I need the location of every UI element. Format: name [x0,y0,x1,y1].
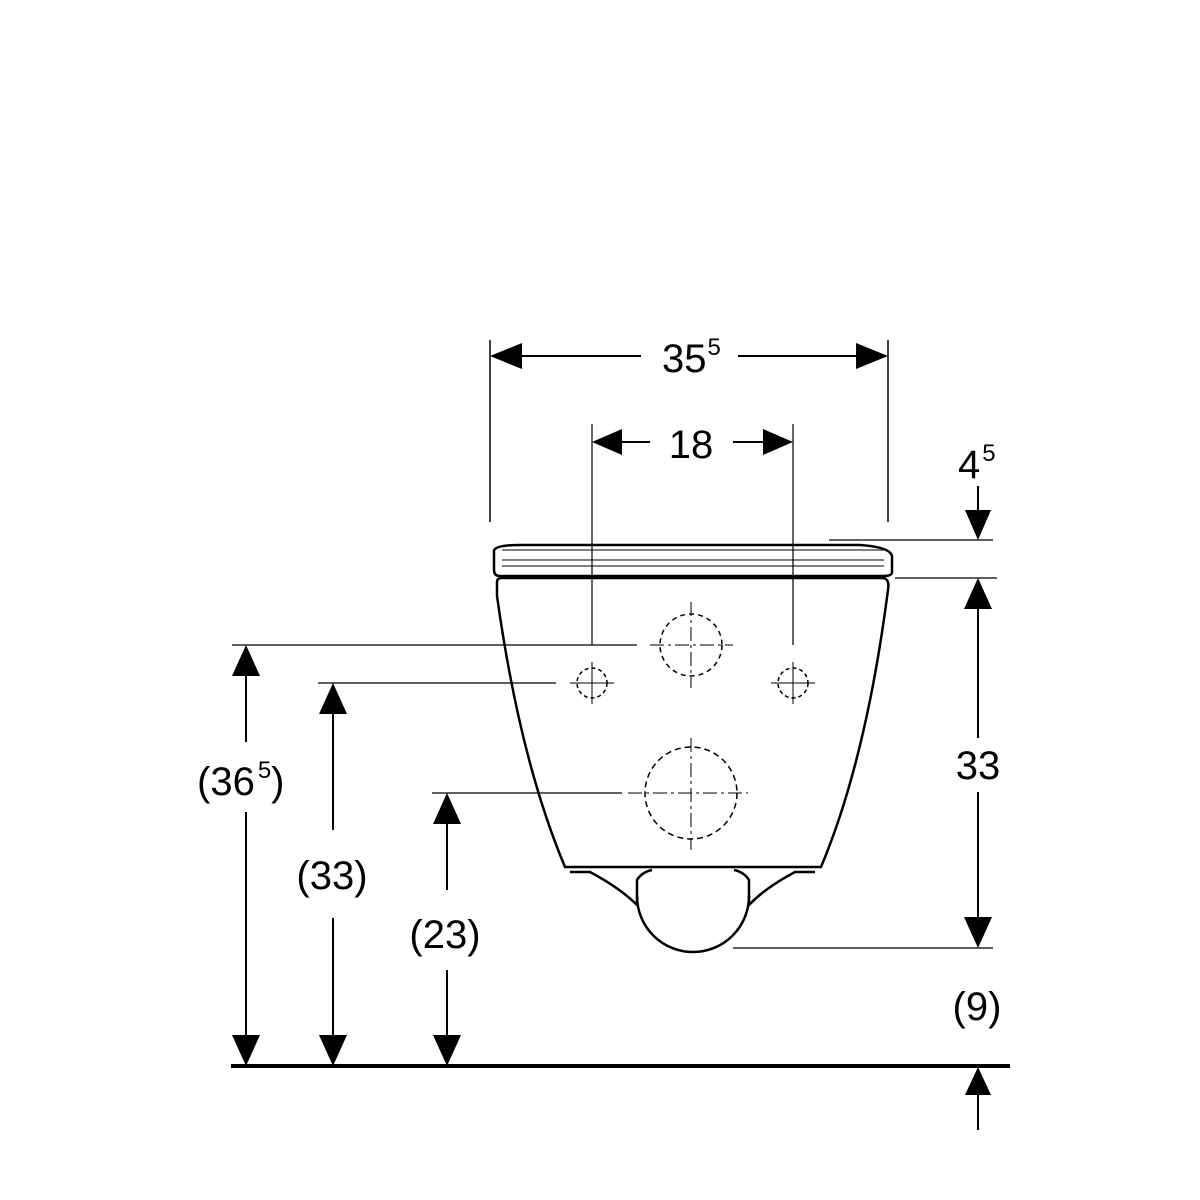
extension-lines [232,340,997,949]
water-inlet-symbol [650,602,733,688]
label-seat-thickness-value: 4 [958,443,980,487]
waste-outlet-symbol [628,738,748,850]
label-outlet-height: (23) [409,913,480,957]
label-seat-thickness-sup: 5 [982,440,995,467]
dim-seat-width [490,343,888,369]
label-seat-thickness: 45 [958,440,996,487]
dim-outlet-height [433,793,461,1066]
toilet-bowl-body [495,576,890,869]
fixing-hole-right-symbol [771,662,815,704]
label-fixing-spacing: 18 [669,423,714,467]
label-floor-gap: (9) [953,985,1002,1029]
dim-fixing-height [319,683,347,1066]
fixing-hole-left-symbol [570,662,614,704]
label-inlet-height-sup: 5 [258,757,271,784]
label-seat-width-value: 35 [662,337,707,381]
label-inlet-height-value: (36 [197,760,255,804]
dim-bowl-height [964,578,992,948]
toilet-outlet [570,868,815,954]
label-bowl-height: 33 [956,744,1001,788]
dim-inlet-height [232,645,260,1066]
dim-seat-thickness [965,486,991,540]
label-seat-width: 355 [662,334,721,381]
label-inlet-height-close: ) [271,760,284,804]
dim-floor-gap [965,1067,991,1130]
label-fixing-height: (33) [296,854,367,898]
label-seat-width-sup: 5 [708,334,721,361]
dim-fixing-spacing [592,429,793,455]
toilet-seat-lid [492,543,894,578]
